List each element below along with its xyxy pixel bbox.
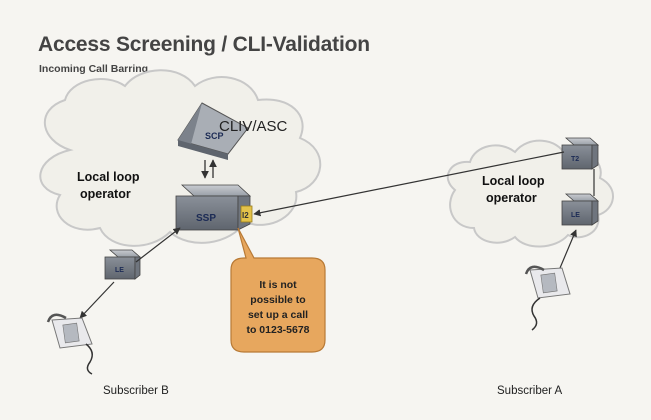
page-title: Access Screening / CLI-Validation bbox=[38, 33, 370, 56]
cliv-asc-label: CLIV/ASC bbox=[219, 118, 288, 135]
incoming-call-arrow bbox=[253, 151, 565, 217]
left-cloud-label-line2: operator bbox=[80, 187, 131, 201]
barring-callout: It is not possible to set up a call to 0… bbox=[230, 227, 326, 353]
right-lower-exchange-label: LE bbox=[571, 212, 580, 219]
scp-label: SCP bbox=[205, 131, 224, 141]
ssp-port-label: I2 bbox=[242, 211, 249, 220]
page-subtitle: Incoming Call Barring bbox=[39, 63, 149, 75]
right-cloud-label-line1: Local loop bbox=[482, 174, 545, 188]
subscriber-b-phone-icon bbox=[46, 313, 93, 375]
subscriber-a-to-le-arrow bbox=[559, 229, 577, 269]
right-lower-exchange-icon: LE bbox=[561, 193, 600, 226]
right-upper-exchange-icon: T2 bbox=[561, 137, 600, 170]
right-upper-exchange-label: T2 bbox=[571, 156, 579, 163]
le-to-ssp-arrow bbox=[135, 227, 181, 263]
right-cloud-label-line2: operator bbox=[486, 191, 537, 205]
callout-line-3: set up a call bbox=[248, 309, 308, 321]
ssp-label: SSP bbox=[196, 213, 216, 224]
left-exchange-label: LE bbox=[115, 267, 124, 274]
scp-node-icon: SCP bbox=[177, 102, 249, 160]
subscriber-a-phone-icon bbox=[524, 265, 571, 331]
le-to-subscriber-b-arrow bbox=[79, 281, 115, 319]
subscriber-a-label: Subscriber A bbox=[497, 385, 563, 397]
callout-line-4: to 0123-5678 bbox=[246, 324, 309, 336]
callout-line-1: It is not bbox=[259, 279, 297, 291]
ssp-switch-icon: SSP I2 bbox=[175, 184, 253, 231]
subscriber-b-label: Subscriber B bbox=[103, 385, 169, 397]
left-exchange-icon: LE bbox=[104, 249, 142, 280]
left-cloud-label-line1: Local loop bbox=[77, 170, 140, 184]
callout-line-2: possible to bbox=[250, 294, 305, 306]
